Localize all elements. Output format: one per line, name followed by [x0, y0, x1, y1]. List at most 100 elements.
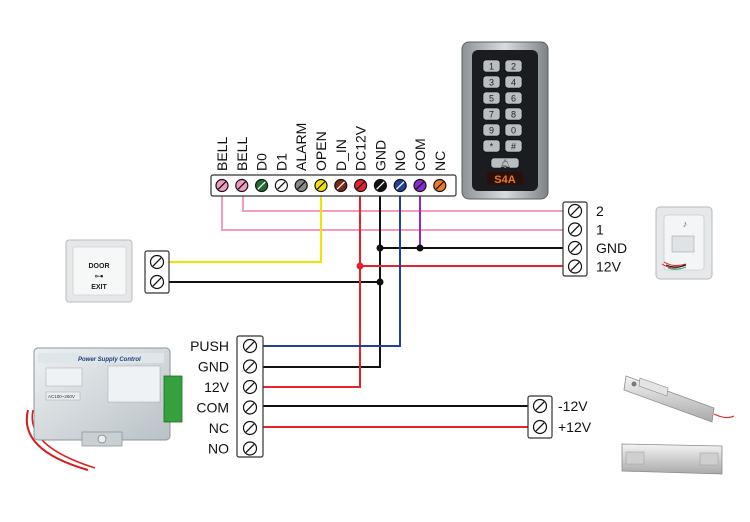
controller-label-bell: BELL — [234, 137, 250, 171]
psu-terminal-label-12v: 12V — [204, 379, 230, 395]
keypad-key-label: * — [490, 142, 494, 152]
psu-title: Power Supply Control — [78, 357, 141, 363]
doorbell-terminal-label: 2 — [596, 203, 604, 219]
psu-screw-no — [242, 441, 258, 456]
controller-label-d_in: D_IN — [333, 139, 349, 171]
doorbell-terminal-label: 12V — [596, 259, 622, 275]
lock-screw — [532, 419, 548, 435]
controller-screw-bell — [235, 178, 249, 193]
controller-label-dc12v: DC12V — [353, 125, 369, 171]
controller-label-open: OPEN — [313, 131, 329, 171]
junction-dot — [376, 278, 384, 286]
doorbell-block-body — [562, 201, 588, 277]
controller-label-alarm: ALARM — [293, 123, 309, 171]
doorbell-screw — [567, 240, 583, 256]
psu-screw-nc — [242, 420, 258, 436]
controller-label-com: COM — [412, 138, 428, 171]
keypad-key-label: 0 — [511, 126, 516, 136]
keypad-key — [504, 75, 523, 89]
keypad-key-label: 2 — [511, 62, 516, 72]
exit-screw — [149, 254, 165, 270]
controller-screw-open — [314, 178, 328, 193]
doorbell-terminal-label: GND — [596, 240, 627, 256]
wire-bell-2 — [242, 196, 563, 212]
lock-terminal-label: -12V — [558, 398, 588, 414]
exit-terminal-block — [144, 250, 170, 294]
keypad-model-plate — [487, 172, 523, 185]
keypad-bell-key — [490, 157, 520, 169]
psu-terminal-label-no: NO — [208, 441, 229, 457]
keypad-key — [504, 139, 523, 153]
psu-input-label: AC100~260V — [48, 394, 75, 399]
controller-screws — [215, 178, 447, 193]
psu-screw-com — [242, 400, 258, 415]
keypad-key-label: 5 — [489, 94, 494, 104]
exit-screws — [149, 254, 165, 290]
keypad-key-label: 9 — [489, 126, 494, 136]
controller-label-no: NO — [392, 150, 408, 171]
keypad-key — [482, 75, 501, 89]
controller-screw-dc12v — [354, 178, 368, 193]
controller-screw-nc — [433, 178, 447, 193]
controller-label-bell: BELL — [214, 137, 230, 171]
magnetic-lock-device — [621, 443, 723, 475]
controller-screw-d1 — [274, 178, 288, 193]
junction-dot — [376, 244, 384, 252]
controller-screw-alarm — [294, 178, 308, 193]
lock-terminal-block: -12V +12V — [527, 395, 592, 439]
controller-screw-gnd — [373, 178, 387, 193]
keypad-key — [482, 139, 501, 153]
controller-label-nc: NC — [432, 151, 448, 171]
wire-bell-1 — [221, 196, 563, 231]
psu-terminal-label-gnd: GND — [198, 359, 229, 375]
keypad-bell-icon: 🔔︎ — [499, 159, 510, 169]
doorbell-screw — [567, 203, 583, 219]
controller-screw-no — [393, 178, 407, 193]
keypad-key-label: 7 — [489, 110, 494, 120]
keypad-key-label: 3 — [489, 78, 494, 88]
keypad-key — [482, 59, 501, 73]
lock-labels: -12V +12V — [558, 398, 592, 435]
controller-screw-bell — [215, 178, 229, 193]
keypad-model-label: S4A — [494, 174, 515, 186]
psu-terminal-label-nc: NC — [209, 420, 229, 436]
psu-terminal-label-push: PUSH — [190, 338, 229, 354]
doorbell-speaker-icon: ♪ — [683, 219, 688, 229]
wires — [168, 196, 563, 428]
controller-label-gnd: GND — [372, 140, 388, 171]
controller-screw-d_in — [334, 178, 348, 193]
electric-bolt-lock-device — [623, 375, 735, 423]
junction-dot — [416, 244, 424, 252]
psu-screw-gnd — [242, 359, 258, 374]
doorbell-terminal-label: 1 — [596, 222, 604, 238]
wire-12v — [262, 196, 361, 388]
key-icon: ⊶ — [95, 271, 104, 281]
controller-label-d1: D1 — [273, 153, 289, 171]
exit-button-line2: EXIT — [91, 284, 107, 291]
doorbell-screws — [567, 203, 583, 274]
keypad-panel — [472, 50, 538, 191]
doorbell-screw — [567, 259, 583, 274]
keypad-key — [504, 59, 523, 73]
lock-terminal-label: +12V — [558, 419, 592, 435]
keypad-key-label: 6 — [511, 94, 516, 104]
exit-button-device: DOOR ⊶ EXIT — [65, 239, 133, 303]
keypad-key — [482, 91, 501, 105]
controller-label-d0: D0 — [254, 153, 270, 171]
keypad-key — [504, 107, 523, 121]
psu-screws — [242, 338, 258, 456]
doorbell-device: ♪ — [655, 206, 713, 280]
controller-strip-body — [210, 174, 457, 197]
keypad-key-label: 8 — [511, 110, 516, 120]
controller-screw-d0 — [255, 178, 269, 193]
power-supply-device: Power Supply Control AC100~260V — [25, 347, 183, 471]
